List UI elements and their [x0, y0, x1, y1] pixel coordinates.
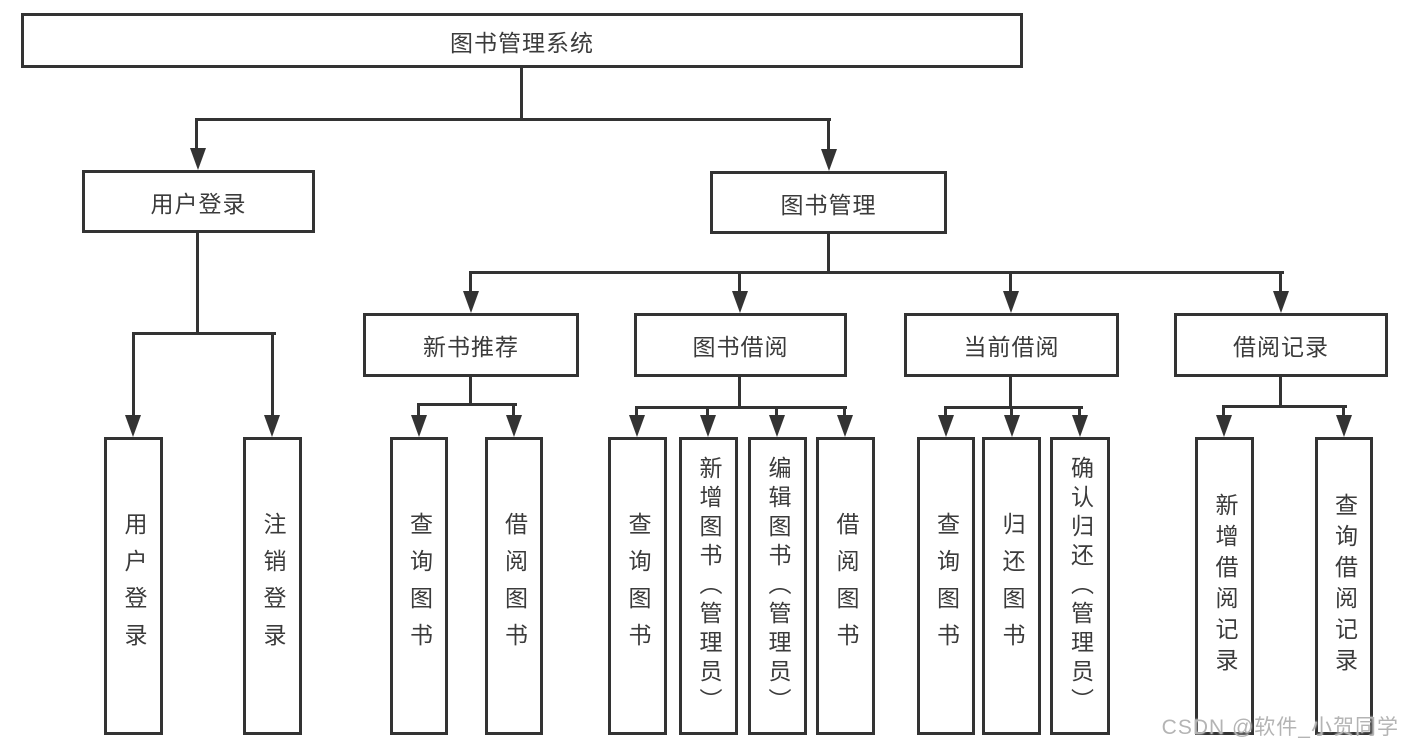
leaf-borrowing-query-books: 查询图书 — [608, 437, 667, 735]
connector-line — [196, 231, 199, 335]
node-label: 图书管理 — [780, 191, 877, 218]
connector-line — [827, 118, 830, 149]
node-current-borrowing: 当前借阅 — [904, 313, 1119, 377]
leaf-label: 归还图书 — [999, 512, 1025, 660]
leaf-current-return-books: 归还图书 — [982, 437, 1041, 735]
node-book-borrowing: 图书借阅 — [634, 313, 847, 377]
leaf-borrowing-edit-books-admin: 编辑图书（管理员） — [748, 437, 807, 735]
connector-line — [1222, 405, 1225, 415]
connector-line — [469, 375, 472, 405]
leaf-label: 注销登录 — [260, 512, 286, 660]
connector-line — [1010, 406, 1013, 415]
node-label: 图书管理系统 — [450, 29, 594, 56]
leaf-label: 查询图书 — [933, 512, 960, 660]
arrowhead-icon — [190, 148, 206, 170]
watermark: CSDN @软件_小贺同学 — [1161, 716, 1399, 739]
node-label: 借阅记录 — [1233, 334, 1329, 360]
connector-line — [738, 271, 741, 293]
arrowhead-icon — [1072, 415, 1088, 437]
leaf-label: 用户登录 — [121, 512, 147, 660]
leaf-label: 新增图书（管理员） — [696, 455, 722, 717]
leaf-current-confirm-return-admin: 确认归还（管理员） — [1050, 437, 1110, 735]
leaf-logout: 注销登录 — [243, 437, 302, 735]
connector-line — [1342, 405, 1345, 415]
connector-line — [132, 332, 276, 335]
connector-line — [520, 66, 523, 120]
connector-line — [706, 406, 709, 415]
leaf-records-query-borrow-record: 查询借阅记录 — [1315, 437, 1373, 735]
connector-line — [417, 403, 517, 406]
leaf-label: 确认归还（管理员） — [1067, 455, 1094, 717]
arrowhead-icon — [837, 415, 853, 437]
node-borrowing-records: 借阅记录 — [1174, 313, 1388, 377]
leaf-label: 查询借阅记录 — [1331, 493, 1358, 679]
arrowhead-icon — [506, 415, 522, 437]
leaf-label: 查询图书 — [625, 512, 651, 660]
node-label: 当前借阅 — [963, 334, 1060, 360]
arrowhead-icon — [463, 291, 479, 313]
arrowhead-icon — [1003, 291, 1019, 313]
leaf-label: 编辑图书（管理员） — [765, 455, 791, 717]
node-library-management-system: 图书管理系统 — [21, 13, 1023, 68]
connector-line — [1009, 271, 1012, 293]
connector-line — [469, 271, 1284, 274]
arrowhead-icon — [1273, 291, 1289, 313]
node-label: 图书借阅 — [692, 334, 789, 360]
connector-line — [1279, 375, 1282, 407]
arrowhead-icon — [1336, 415, 1352, 437]
arrowhead-icon — [769, 415, 785, 437]
connector-line — [132, 332, 135, 415]
connector-line — [195, 118, 831, 121]
node-label: 用户登录 — [150, 190, 247, 217]
connector-line — [195, 118, 198, 148]
connector-line — [271, 332, 274, 415]
leaf-records-add-borrow-record: 新增借阅记录 — [1195, 437, 1254, 735]
arrowhead-icon — [264, 415, 280, 437]
arrowhead-icon — [821, 149, 837, 171]
connector-line — [827, 232, 830, 273]
leaf-current-query-books: 查询图书 — [917, 437, 975, 735]
connector-line — [469, 271, 472, 293]
arrowhead-icon — [125, 415, 141, 437]
leaf-recommend-borrow-books: 借阅图书 — [485, 437, 543, 735]
leaf-label: 查询图书 — [406, 512, 433, 660]
connector-line — [944, 406, 947, 415]
connector-line — [1078, 406, 1081, 415]
connector-line — [1222, 405, 1347, 408]
arrowhead-icon — [732, 291, 748, 313]
arrowhead-icon — [629, 415, 645, 437]
connector-line — [417, 403, 420, 415]
connector-line — [738, 375, 741, 408]
connector-line — [1279, 271, 1282, 293]
leaf-recommend-query-books: 查询图书 — [390, 437, 448, 735]
leaf-label: 新增借阅记录 — [1212, 493, 1238, 679]
arrowhead-icon — [1216, 415, 1232, 437]
connector-line — [512, 403, 515, 415]
arrowhead-icon — [700, 415, 716, 437]
leaf-label: 借阅图书 — [501, 512, 528, 660]
leaf-label: 借阅图书 — [833, 512, 859, 660]
node-label: 新书推荐 — [423, 334, 519, 360]
node-book-management: 图书管理 — [710, 171, 947, 234]
arrowhead-icon — [938, 415, 954, 437]
node-new-book-recommendation: 新书推荐 — [363, 313, 579, 377]
leaf-borrowing-borrow-books: 借阅图书 — [816, 437, 875, 735]
connector-line — [1009, 375, 1012, 408]
connector-line — [775, 406, 778, 415]
leaf-borrowing-add-books-admin: 新增图书（管理员） — [679, 437, 738, 735]
node-user-login: 用户登录 — [82, 170, 315, 233]
leaf-user-login: 用户登录 — [104, 437, 163, 735]
connector-line — [635, 406, 847, 409]
connector-line — [843, 406, 846, 415]
arrowhead-icon — [1004, 415, 1020, 437]
connector-line — [944, 406, 1083, 409]
connector-line — [635, 406, 638, 415]
arrowhead-icon — [411, 415, 427, 437]
